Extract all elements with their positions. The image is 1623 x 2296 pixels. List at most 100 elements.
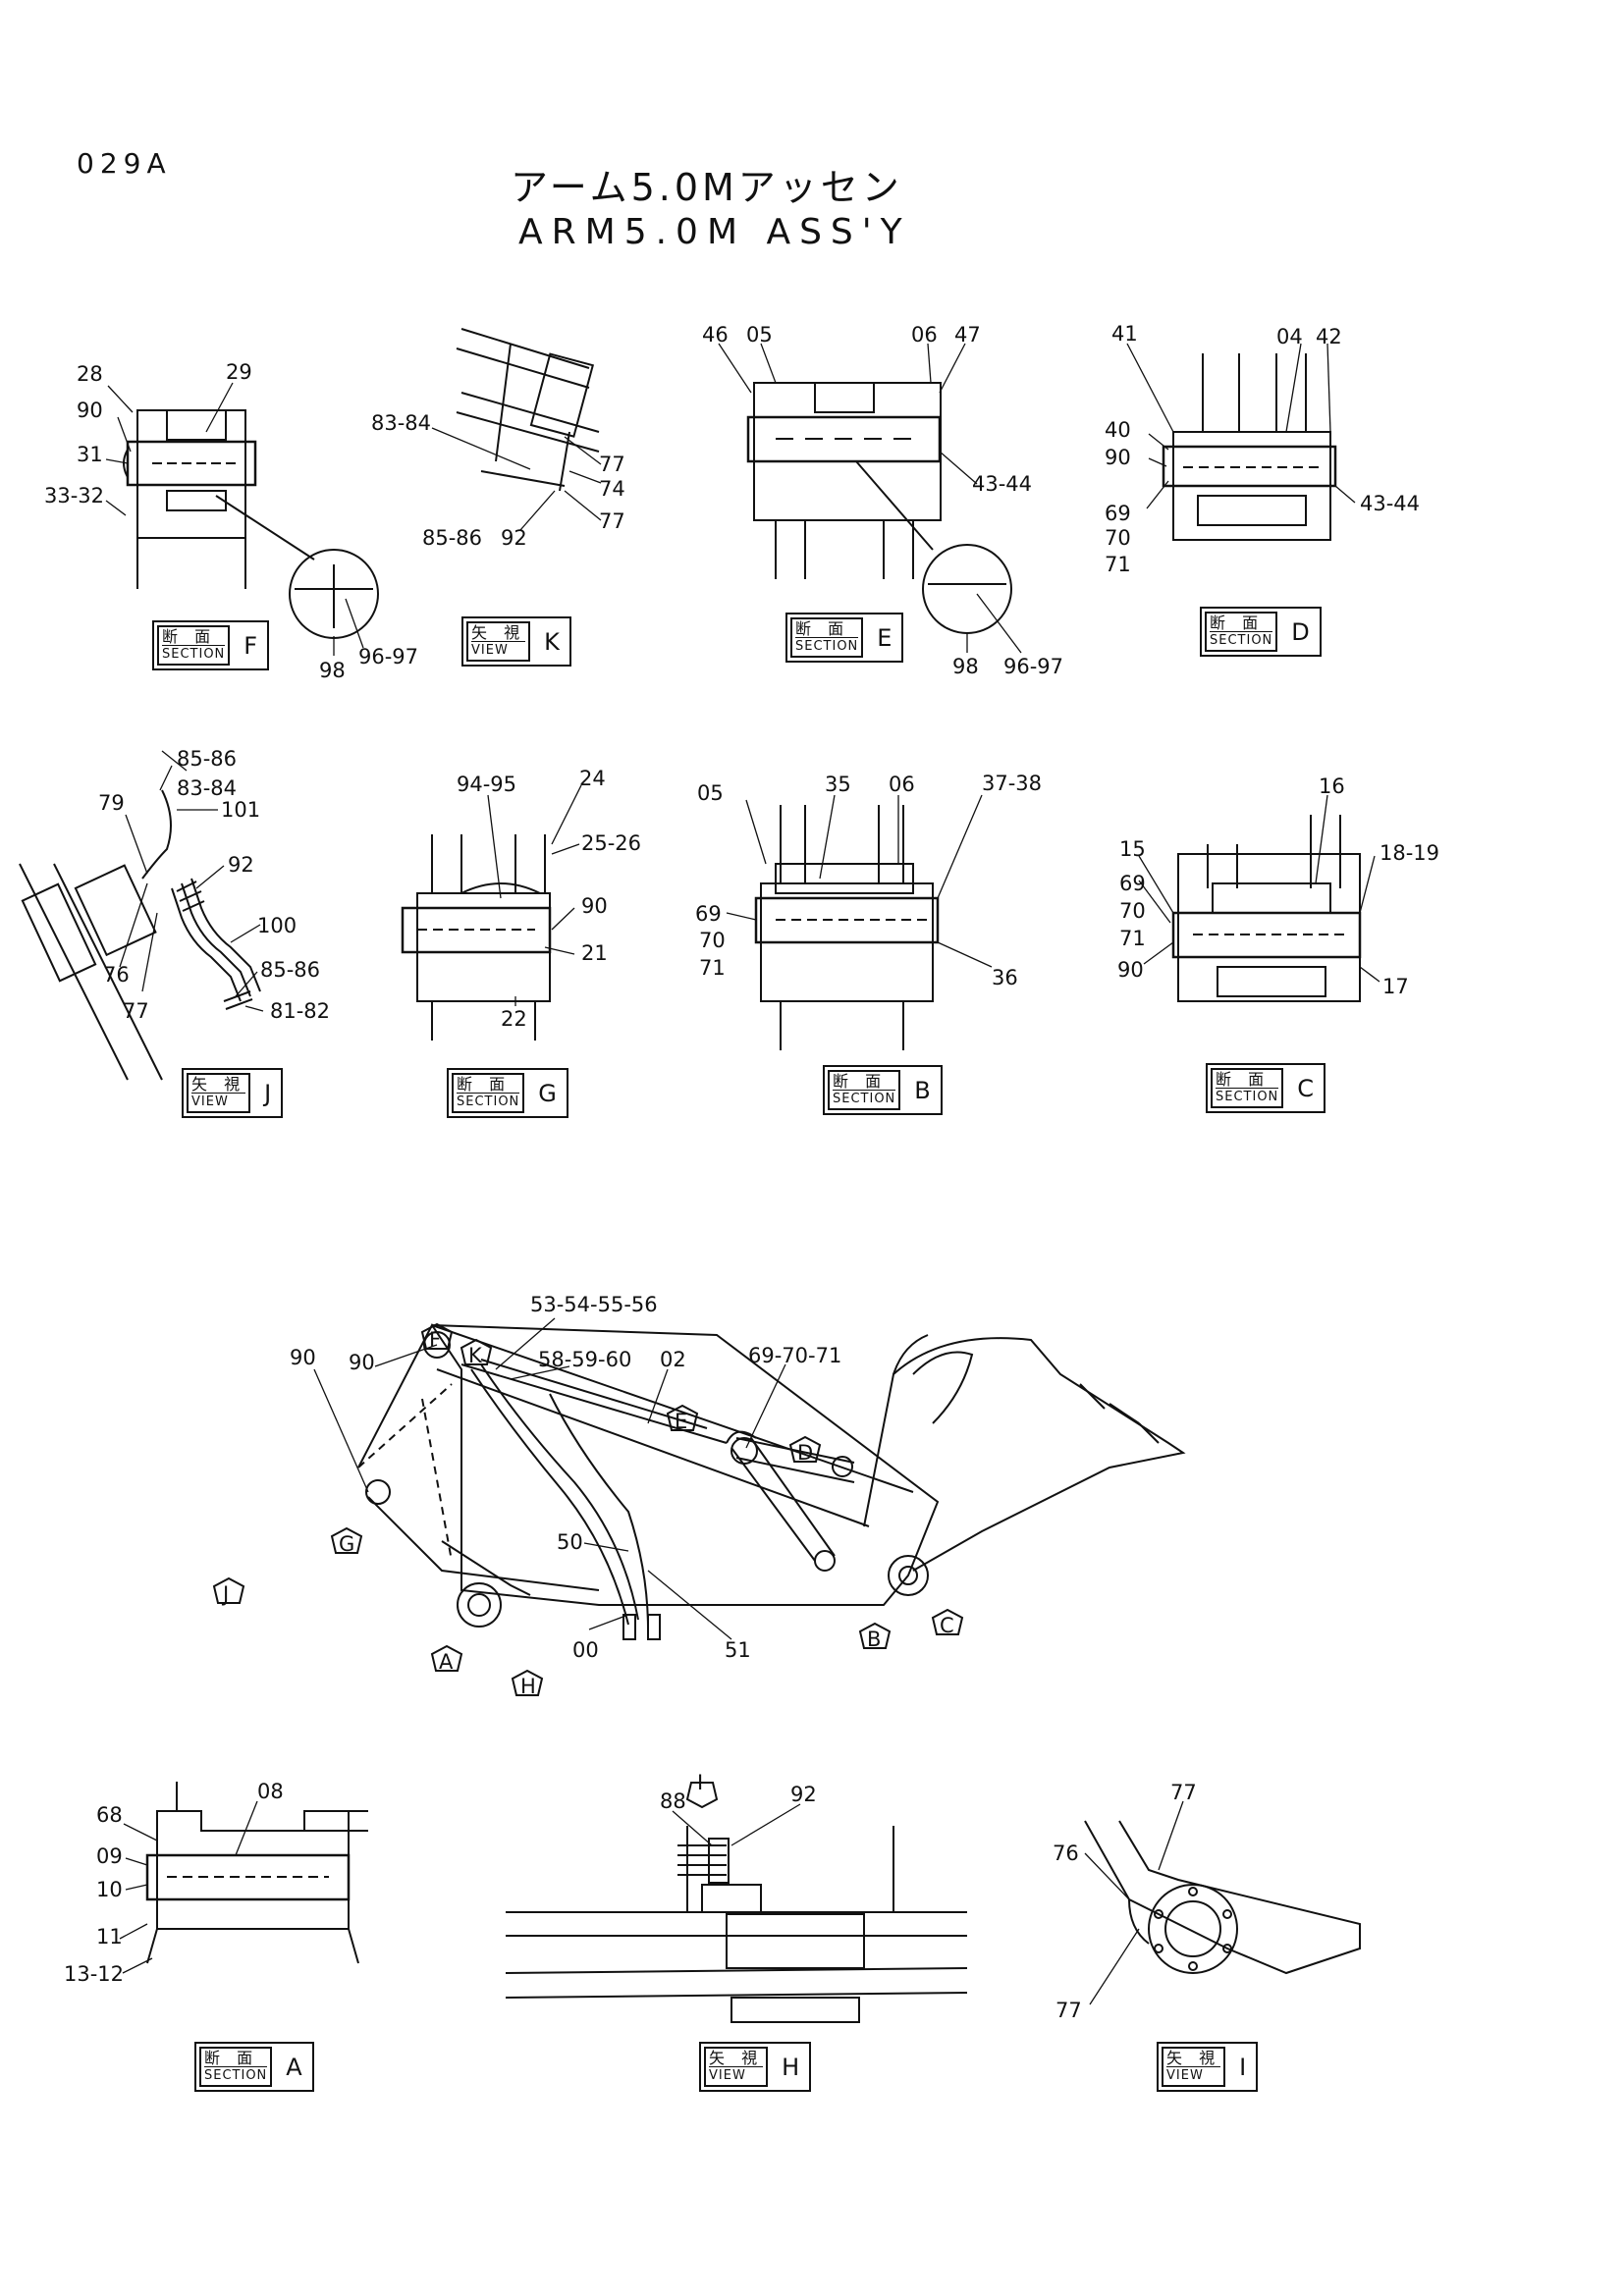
caption-b-letter: B bbox=[914, 1076, 931, 1104]
section-g-leaders bbox=[487, 784, 582, 1006]
label-g-3: 25-26 bbox=[581, 831, 641, 855]
label-g-1: 94-95 bbox=[457, 773, 516, 796]
section-c-drawing bbox=[1171, 815, 1362, 1002]
label-j-6: 76 bbox=[103, 963, 130, 987]
caption-f-en: SECTION bbox=[162, 645, 226, 662]
label-e-6: 98 bbox=[952, 655, 979, 678]
caption-k-jp: 矢 視 bbox=[471, 623, 526, 642]
view-k-leaders bbox=[431, 427, 602, 531]
label-c-8: 17 bbox=[1382, 975, 1409, 998]
caption-j-jp: 矢 視 bbox=[191, 1075, 246, 1094]
label-j-1: 85-86 bbox=[177, 747, 237, 771]
label-a-3: 09 bbox=[96, 1844, 123, 1868]
label-d-6: 43-44 bbox=[1360, 492, 1420, 515]
label-j-8: 100 bbox=[257, 914, 297, 937]
caption-e-letter: E bbox=[877, 623, 893, 652]
label-main-5: 02 bbox=[660, 1348, 686, 1371]
marker-j: J bbox=[221, 1582, 229, 1606]
caption-d-letter: D bbox=[1291, 617, 1310, 646]
label-g-5: 21 bbox=[581, 941, 608, 965]
caption-b-en: SECTION bbox=[833, 1090, 896, 1106]
label-d-3: 42 bbox=[1316, 325, 1342, 348]
label-e-2: 05 bbox=[746, 323, 773, 347]
label-k-4: 77 bbox=[599, 509, 625, 533]
label-g-4: 90 bbox=[581, 894, 608, 918]
section-f-drawing bbox=[123, 409, 379, 639]
label-h-2: 92 bbox=[790, 1783, 817, 1806]
caption-c-letter: C bbox=[1297, 1074, 1315, 1102]
label-k-1: 83-84 bbox=[371, 411, 431, 435]
label-j-7: 77 bbox=[123, 999, 149, 1023]
caption-i-en: VIEW bbox=[1166, 2066, 1221, 2084]
caption-k-letter: K bbox=[544, 627, 560, 656]
section-d-drawing bbox=[1162, 353, 1337, 541]
caption-b-jp: 断 面 bbox=[833, 1072, 888, 1091]
label-b-4: 37-38 bbox=[982, 772, 1042, 795]
main-arm-leaders bbox=[313, 1317, 786, 1640]
label-d-7: 69 bbox=[1105, 502, 1131, 525]
label-main-9: 51 bbox=[725, 1638, 751, 1662]
caption-a-jp: 断 面 bbox=[204, 2049, 259, 2067]
label-j-9: 85-86 bbox=[260, 958, 320, 982]
caption-c-en: SECTION bbox=[1216, 1088, 1279, 1104]
label-j-3: 79 bbox=[98, 791, 125, 815]
label-h-1: 88 bbox=[660, 1789, 686, 1813]
caption-g-jp: 断 面 bbox=[457, 1075, 512, 1094]
label-f-1: 28 bbox=[77, 362, 103, 386]
caption-c-jp: 断 面 bbox=[1216, 1070, 1271, 1089]
caption-h-letter: H bbox=[782, 2053, 800, 2081]
caption-d-en: SECTION bbox=[1210, 631, 1273, 648]
label-a-1: 68 bbox=[96, 1803, 123, 1827]
label-k-6: 92 bbox=[501, 526, 527, 550]
label-i-2: 76 bbox=[1053, 1842, 1079, 1865]
view-h-leaders bbox=[672, 1803, 801, 1846]
label-main-6: 69-70-71 bbox=[748, 1344, 841, 1367]
label-a-5: 11 bbox=[96, 1925, 123, 1949]
title-english: ARM5.0M ASS'Y bbox=[518, 212, 911, 252]
label-f-3: 90 bbox=[77, 399, 103, 422]
label-c-7: 90 bbox=[1117, 958, 1144, 982]
label-d-9: 71 bbox=[1105, 553, 1131, 576]
label-e-1: 46 bbox=[702, 323, 729, 347]
caption-h-jp: 矢 視 bbox=[709, 2049, 764, 2067]
marker-k: K bbox=[468, 1344, 483, 1367]
page-id: 029A bbox=[77, 147, 172, 180]
label-g-2: 24 bbox=[579, 767, 606, 790]
label-c-3: 69 bbox=[1119, 872, 1146, 895]
label-k-2: 77 bbox=[599, 453, 625, 476]
label-b-2: 35 bbox=[825, 773, 851, 796]
label-b-3: 06 bbox=[889, 773, 915, 796]
label-j-2: 83-84 bbox=[177, 776, 237, 800]
label-f-4: 31 bbox=[77, 443, 103, 466]
label-i-1: 77 bbox=[1170, 1781, 1197, 1804]
section-b-drawing bbox=[754, 805, 940, 1050]
label-b-8: 36 bbox=[992, 966, 1018, 989]
label-e-7: 96-97 bbox=[1003, 655, 1063, 678]
caption-j-letter: J bbox=[264, 1079, 272, 1107]
view-j-leaders bbox=[119, 750, 264, 1012]
section-d-leaders bbox=[1126, 343, 1356, 509]
caption-j-en: VIEW bbox=[191, 1093, 246, 1110]
label-a-4: 10 bbox=[96, 1878, 123, 1901]
label-main-4: 58-59-60 bbox=[538, 1348, 631, 1371]
label-e-4: 47 bbox=[954, 323, 981, 347]
label-d-4: 40 bbox=[1105, 418, 1131, 442]
section-a-leaders bbox=[119, 1800, 258, 1974]
label-k-3: 74 bbox=[599, 477, 625, 501]
section-e-drawing bbox=[746, 382, 1012, 634]
view-i-drawing bbox=[1084, 1820, 1361, 1975]
label-main-1: 53-54-55-56 bbox=[530, 1293, 658, 1316]
view-k-drawing bbox=[456, 328, 600, 492]
marker-g: G bbox=[339, 1532, 354, 1556]
label-f-7: 96-97 bbox=[358, 645, 418, 668]
main-arm-drawing bbox=[357, 1323, 1186, 1640]
